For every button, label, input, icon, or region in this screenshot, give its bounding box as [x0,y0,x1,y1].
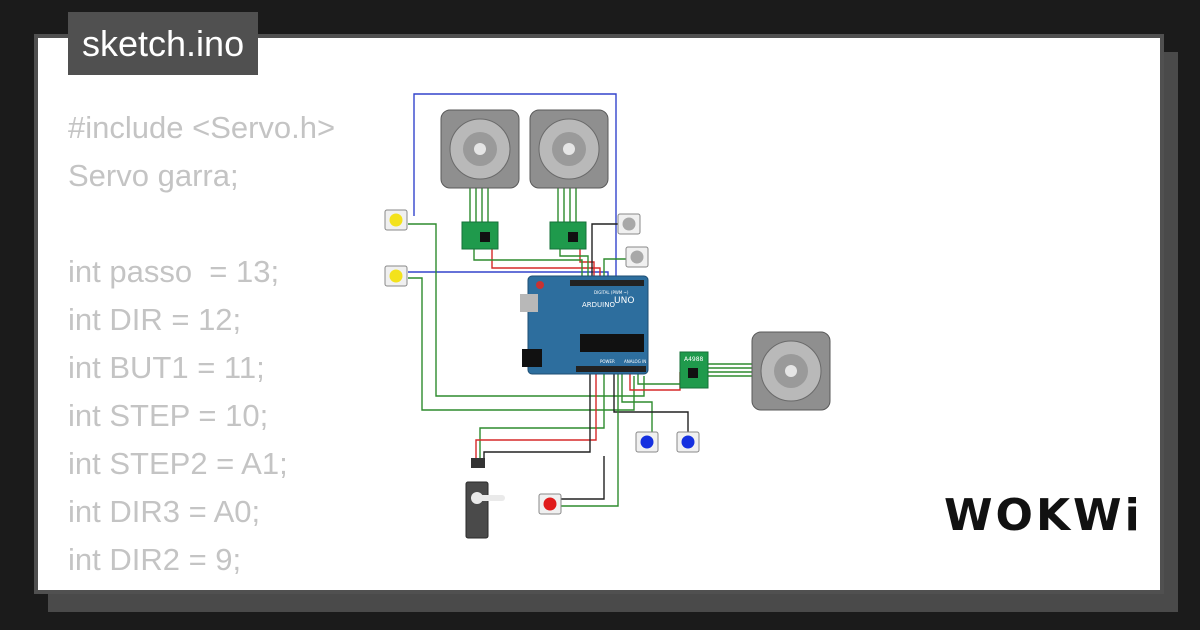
board-header-digital: DIGITAL (PWM ~) [594,290,629,295]
stepper-motor-2[interactable] [529,109,609,189]
wire-green [621,374,653,432]
project-card: #include <Servo.h> Servo garra; int passo … [34,34,1164,594]
code-line: int STEP2 = A1; [68,446,288,481]
reset-button[interactable] [536,281,544,289]
file-name-tab: sketch.ino [68,12,259,75]
servo-motor[interactable] [465,458,505,539]
wire-green [637,374,684,385]
pushbutton-blue-1[interactable] [635,431,659,453]
wire-green [408,277,635,411]
code-line: int DIR = 12; [68,302,242,337]
wire-green [560,374,619,507]
board-header-analog: ANALOG IN [624,359,646,364]
digital-header [570,280,644,286]
power-jack [522,349,542,367]
stepper-motor-3[interactable] [751,331,831,411]
wire-green [473,249,583,286]
code-line: int DIR2 = 9; [68,542,242,577]
analog-header [576,366,646,372]
atmega-chip [580,334,644,352]
wire-blue [413,93,617,286]
board-model: UNO [614,296,634,306]
driver-a4988-3[interactable]: A4988 [679,351,709,389]
usb-port [520,294,538,312]
code-line: int DIR3 = A0; [68,494,261,529]
board-header-power: POWER [600,359,615,364]
driver-a4988-2[interactable] [549,221,587,250]
wire-black [483,374,591,460]
board-brand: ARDUINO [582,301,615,309]
circuit-diagram: A4988 ARDUINO UNO DIGITAL (PWM ~) POWER … [384,93,831,539]
pushbutton-yellow-2[interactable] [384,265,408,287]
pushbutton-yellow-1[interactable] [384,209,408,231]
code-line: int STEP = 10; [68,398,269,433]
pushbutton-blue-2[interactable] [676,431,700,453]
driver-a4988-1[interactable] [461,221,499,250]
code-preview: #include <Servo.h> Servo garra; int passo … [68,104,336,590]
code-line: #include <Servo.h> [68,110,336,145]
wokwi-logo: WOKWi [944,490,1143,541]
wire-green [559,249,589,286]
arduino-uno[interactable]: ARDUINO UNO DIGITAL (PWM ~) POWER ANALOG… [520,275,649,375]
wire-red [475,374,597,460]
wire-black [613,374,689,432]
pushbutton-gray-2[interactable] [625,246,649,268]
pushbutton-red[interactable] [538,493,562,515]
wire-black [591,223,618,286]
code-line: int BUT1 = 11; [68,350,265,385]
stepper-motor-1[interactable] [440,109,520,189]
wires [408,93,754,507]
driver-label: A4988 [684,356,704,363]
wire-black [560,456,605,500]
wire-green [479,374,605,460]
code-line: Servo garra; [68,158,239,193]
pushbutton-gray-1[interactable] [617,213,641,235]
code-line: int passo = 13; [68,254,280,289]
